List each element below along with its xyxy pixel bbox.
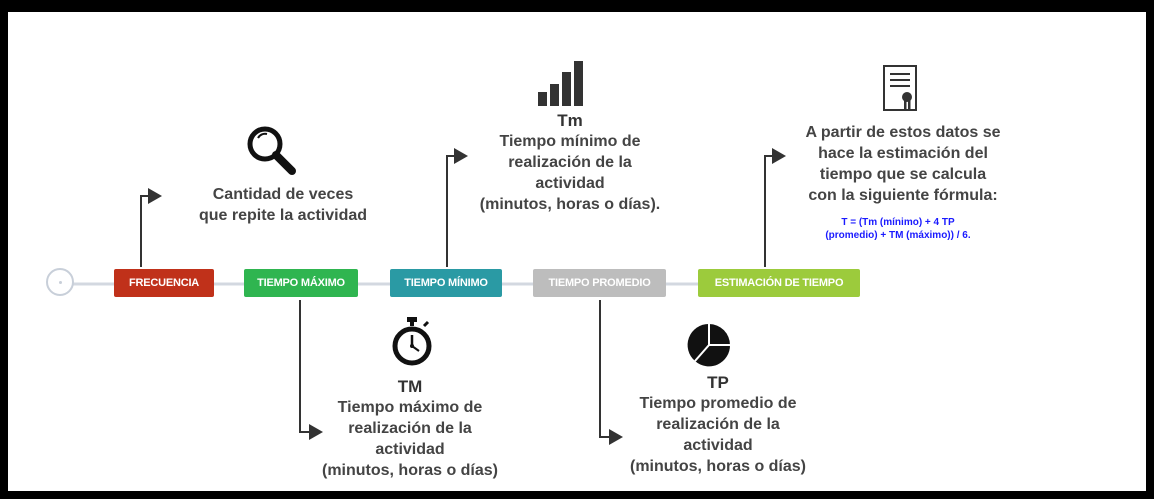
step-tiempo-minimo-label: TIEMPO MÍNIMO — [404, 277, 488, 289]
minimo-code: Tm — [557, 111, 583, 130]
magnifier-icon — [247, 126, 296, 175]
promedio-description: TP Tiempo promedio de realización de la … — [593, 372, 843, 477]
minimo-description: Tm Tiempo mínimo de realización de la ac… — [440, 110, 700, 215]
step-tiempo-maximo: TIEMPO MÁXIMO — [244, 269, 358, 297]
maximo-description: TM Tiempo máximo de realización de la ac… — [290, 376, 530, 481]
pie-chart-icon — [687, 323, 731, 367]
step-frecuencia-label: FRECUENCIA — [128, 277, 200, 289]
stopwatch-icon — [392, 317, 432, 366]
estimacion-description: A partir de estos datos se hace la estim… — [805, 124, 1001, 204]
step-frecuencia: FRECUENCIA — [114, 269, 214, 297]
maximo-code: TM — [397, 377, 423, 396]
promedio-code: TP — [707, 373, 729, 392]
step-estimacion-label: ESTIMACIÓN DE TIEMPO — [714, 277, 844, 289]
step-estimacion-de-tiempo: ESTIMACIÓN DE TIEMPO — [698, 269, 860, 297]
certificate-icon — [883, 65, 917, 111]
step-tiempo-minimo: TIEMPO MÍNIMO — [390, 269, 502, 297]
step-tiempo-promedio-label: TIEMPO PROMEDIO — [548, 277, 651, 289]
step-tiempo-maximo-label: TIEMPO MÁXIMO — [257, 277, 345, 289]
estimacion-connector — [764, 148, 786, 267]
maximo-connector — [299, 300, 323, 440]
diagram-frame: FRECUENCIA TIEMPO MÁXIMO TIEMPO MÍNIMO T… — [8, 12, 1146, 491]
promedio-connector — [599, 300, 623, 445]
step-tiempo-promedio: TIEMPO PROMEDIO — [533, 269, 666, 297]
frecuencia-description: Cantidad de veces que repite la activida… — [198, 186, 368, 224]
estimation-formula: T = (Tm (mínimo) + 4 TP (promedio) + TM … — [825, 217, 971, 241]
frecuencia-connector — [140, 188, 162, 267]
minimo-connector — [446, 148, 468, 267]
timeline-start-circle — [46, 268, 74, 296]
bar-chart-icon — [538, 61, 583, 106]
